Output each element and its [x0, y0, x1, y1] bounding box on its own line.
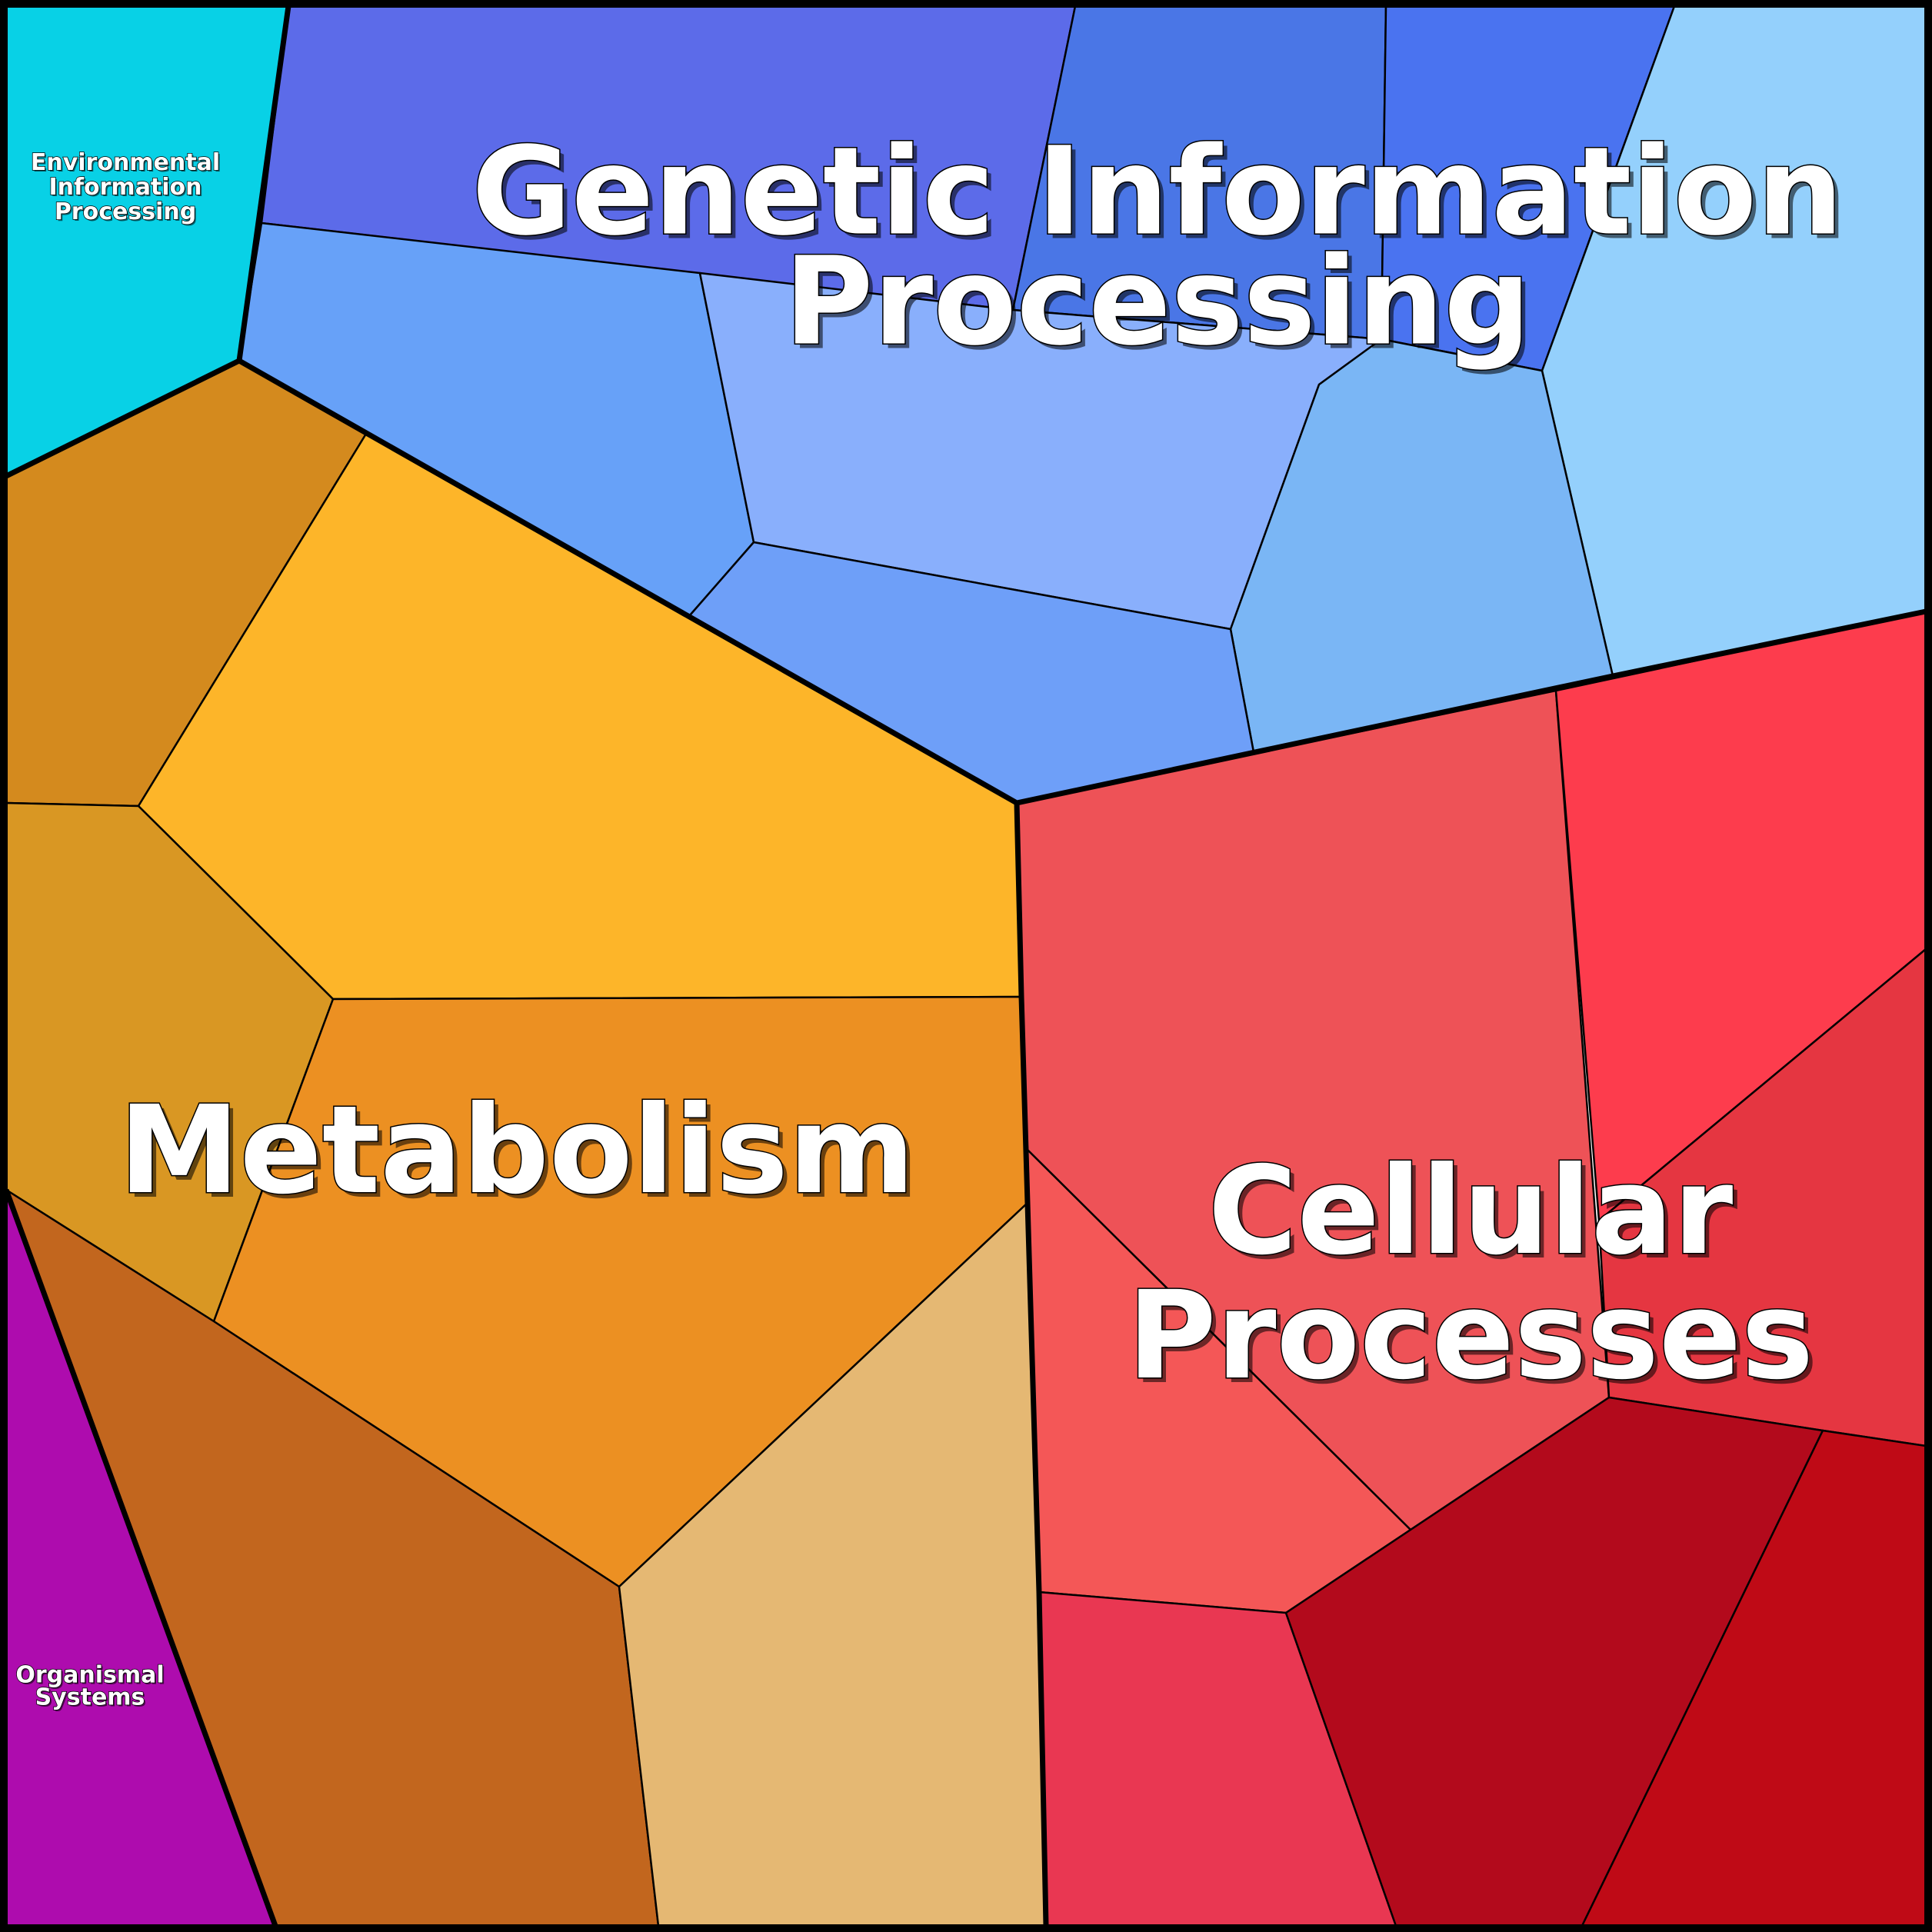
label-shadow-organismal-0: Organismal [17, 1664, 165, 1690]
label-cellular-line-0: Cellular [1208, 1141, 1734, 1282]
label-organismal-line-0: Organismal [15, 1662, 164, 1689]
label-shadow-environmental-1: Information [50, 175, 203, 202]
label-shadow-cellular-1: Processes [1132, 1270, 1818, 1411]
label-environmental-line-1: Information [48, 174, 202, 201]
label-shadow-environmental-0: Environmental [32, 151, 222, 178]
label-shadow-genetic-0: Genetic Information [476, 126, 1847, 268]
label-shadow-environmental-2: Processing [56, 200, 198, 227]
group-metabolism [5, 359, 1048, 1927]
label-environmental-line-0: Environmental [31, 149, 220, 176]
label-organismal-line-1: Systems [35, 1684, 145, 1711]
label-genetic-line-0: Genetic Information [471, 122, 1843, 263]
border-organismal [3, 1188, 278, 1927]
cells-layer [5, 5, 1927, 1927]
label-environmental-line-2: Processing [55, 198, 196, 225]
border-genetic [238, 358, 1927, 806]
label-shadow-genetic-1: Processing [789, 236, 1536, 378]
label-shadow-cellular-0: Cellular [1213, 1145, 1738, 1287]
label-genetic-line-1: Processing [784, 232, 1531, 373]
label-shadow-metabolism-0: Metabolism [123, 1084, 919, 1226]
border-metabolism-cellular [1014, 802, 1049, 1927]
group-cellular [1015, 610, 1927, 1927]
group-genetic [238, 5, 1927, 804]
label-metabolism-line-0: Metabolism [118, 1080, 914, 1221]
label-cellular-line-1: Processes [1128, 1265, 1814, 1407]
label-shadow-organismal-1: Systems [37, 1686, 147, 1713]
group-borders-layer [3, 5, 1927, 1927]
